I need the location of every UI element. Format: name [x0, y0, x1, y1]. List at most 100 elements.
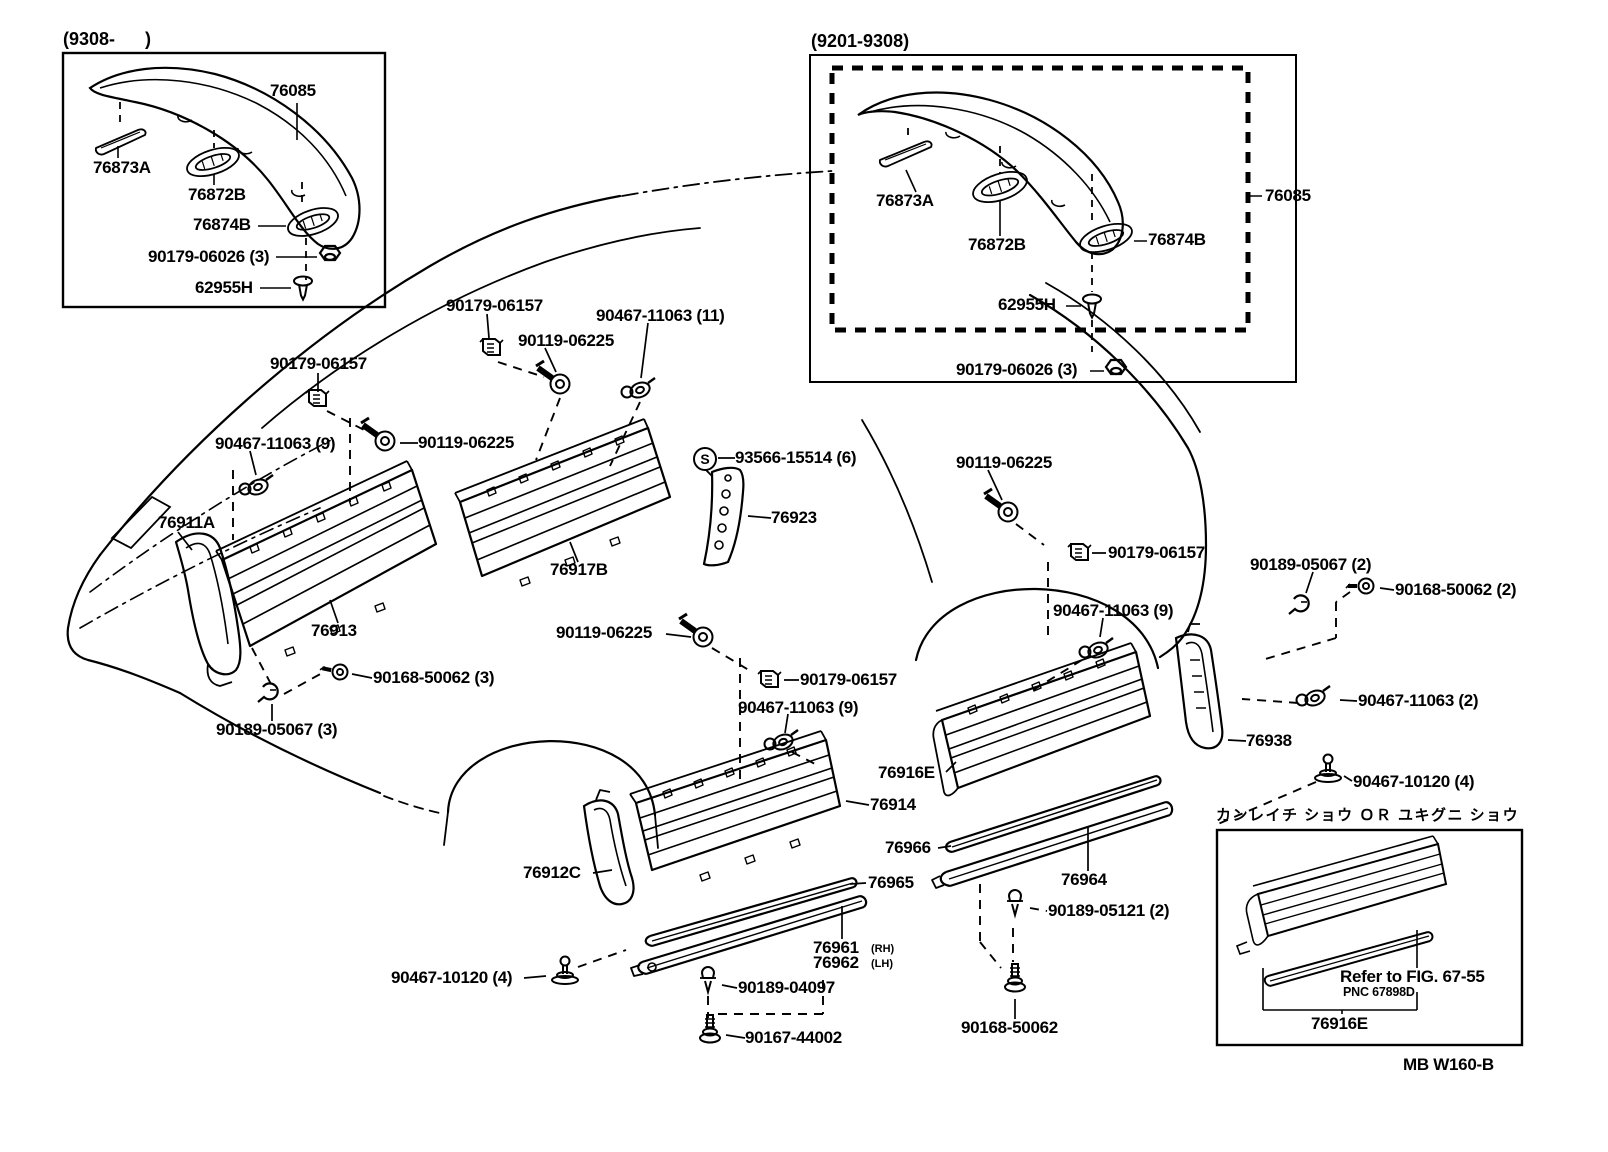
clip-icon — [1006, 889, 1024, 916]
clip-icon — [1067, 543, 1092, 561]
label-76872B: 76872B — [188, 185, 246, 204]
strip-76965-shape — [644, 876, 858, 948]
grommet-icon — [1078, 636, 1115, 662]
moulding-panels — [174, 418, 1224, 977]
assembly-dash-lines — [232, 361, 1351, 1018]
pad-76873A-late — [94, 128, 147, 156]
moulding-76911A-shape — [174, 532, 242, 687]
grommet-icon — [1295, 684, 1332, 710]
label-76938: 76938 — [1246, 731, 1292, 750]
label-76916E: 76916E — [1311, 1014, 1368, 1033]
label-90189-05067-2: 90189-05067 (2) — [1250, 555, 1372, 574]
label-76923: 76923 — [771, 508, 817, 527]
figure-code: MB W160-B — [1403, 1055, 1494, 1074]
rivet-icon — [292, 275, 314, 301]
grommet-icon — [238, 473, 275, 499]
grommet-icon — [763, 728, 800, 754]
label-76873A: 76873A — [93, 158, 151, 177]
label-76961-rh: (RH) — [871, 943, 895, 955]
clip-icon — [551, 955, 579, 985]
screw-icon — [316, 658, 351, 683]
label-90179-06157: 90179-06157 — [800, 670, 897, 689]
label-90179-06026: 90179-06026 (3) — [956, 360, 1078, 379]
screw-icon — [984, 489, 1018, 522]
label-90167-44002: 90167-44002 — [745, 1028, 842, 1047]
screw-icon — [699, 1014, 721, 1044]
pad-76872B-late — [186, 146, 240, 178]
inset-late-box — [61, 51, 387, 309]
label-90467-11063-2: 90467-11063 (2) — [1358, 691, 1479, 710]
label-76085: 76085 — [1265, 186, 1311, 205]
label-90467-11063-9: 90467-11063 (9) — [1053, 601, 1174, 620]
label-76961: 76961 — [813, 938, 859, 957]
screw-icon — [1344, 576, 1376, 596]
label-76964: 76964 — [1061, 870, 1107, 889]
pad-76874B-late — [287, 207, 339, 237]
snow-strip-shape — [1263, 931, 1434, 987]
fasteners — [238, 338, 1376, 1044]
inset-early-dashes — [907, 128, 1093, 352]
screw-icon — [361, 418, 395, 451]
clip-icon — [1314, 753, 1342, 783]
label-90467-11063-9: 90467-11063 (9) — [738, 698, 859, 717]
label-76965: 76965 — [868, 873, 914, 892]
pad-76874B-early — [1079, 222, 1133, 254]
label-90189-05067-3: 90189-05067 (3) — [216, 720, 338, 739]
bracket-76923-shape — [702, 466, 745, 567]
label-76914: 76914 — [870, 795, 916, 814]
label-76912C: 76912C — [523, 863, 581, 882]
inset-early-caption: (9201-9308) — [811, 31, 910, 51]
label-90119-06225: 90119-06225 — [418, 433, 514, 452]
snow-moulding-shape — [1235, 835, 1448, 955]
label-90179-06157: 90179-06157 — [1108, 543, 1205, 562]
spoiler-76085-late — [88, 66, 361, 250]
label-90467-11063-11: 90467-11063 (11) — [596, 306, 725, 325]
label-90168-50062-2: 90168-50062 (2) — [1395, 580, 1517, 599]
moulding-76917B-shape — [454, 418, 672, 587]
label-90179-06157: 90179-06157 — [446, 296, 543, 315]
moulding-76916E-shape — [932, 642, 1152, 797]
pad-76873A-early — [878, 140, 933, 168]
label-90467-11063-9: 90467-11063 (9) — [215, 434, 336, 453]
clip-icon — [479, 338, 504, 356]
strip-76964-shape — [931, 800, 1174, 889]
label-76872B: 76872B — [968, 235, 1026, 254]
label-90189-04097: 90189-04097 — [738, 978, 835, 997]
strip-76966-shape — [945, 774, 1162, 854]
snow-option-box — [1215, 828, 1524, 1047]
label-76916E: 76916E — [878, 763, 935, 782]
clip-icon — [305, 389, 330, 407]
car-body-outline — [66, 170, 1208, 849]
label-90168-50062-3: 90168-50062 (3) — [373, 668, 495, 687]
retainer-icon — [1287, 594, 1310, 616]
moulding-76912C-shape — [582, 789, 635, 906]
label-90168-50062: 90168-50062 — [961, 1018, 1058, 1037]
clip-icon — [699, 966, 717, 993]
screw-icon — [679, 614, 713, 647]
moulding-76938-shape — [1174, 623, 1224, 750]
inset-late-leaders — [117, 103, 317, 289]
label-76962: 76962 — [813, 953, 859, 972]
rivet-icon — [1082, 293, 1102, 319]
inset-late-caption: (9308- ) — [63, 29, 152, 49]
label-refer-fig: Refer to FIG. 67-55 — [1340, 967, 1485, 986]
label-93566-15514: 93566-15514 (6) — [735, 448, 857, 467]
label-90179-06026: 90179-06026 (3) — [148, 247, 270, 266]
clip-icon — [757, 670, 782, 688]
spoiler-76085-early — [857, 91, 1124, 256]
label-76966: 76966 — [885, 838, 931, 857]
moulding-76913-shape — [215, 460, 438, 657]
label-62955H: 62955H — [195, 278, 253, 297]
label-76917B: 76917B — [550, 560, 608, 579]
retainer-icon — [256, 682, 279, 704]
inset-early-box — [809, 54, 1297, 383]
label-76873A: 76873A — [876, 191, 934, 210]
screw-icon — [1004, 963, 1026, 993]
label-90119-06225: 90119-06225 — [518, 331, 614, 350]
label-90119-06225: 90119-06225 — [556, 623, 652, 642]
pad-76872B-early — [972, 171, 1028, 203]
label-90467-10120-4: 90467-10120 (4) — [1353, 772, 1475, 791]
label-76874B: 76874B — [1148, 230, 1206, 249]
